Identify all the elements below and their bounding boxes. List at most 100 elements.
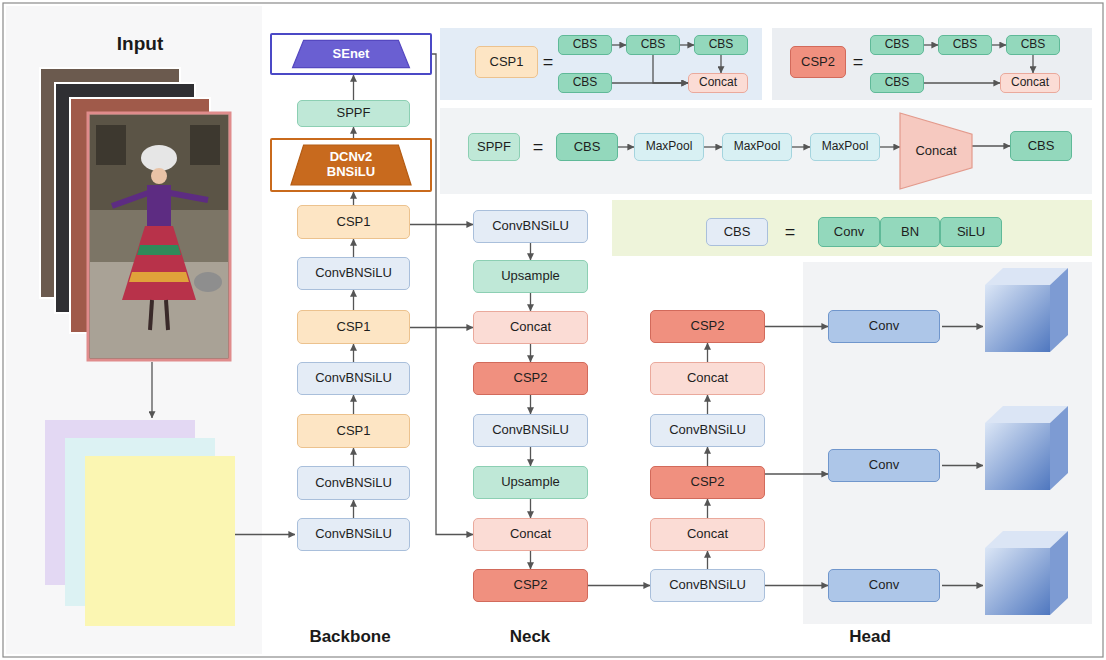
arrow-connector (410, 224, 473, 225)
node-label: CSP1 (337, 424, 371, 439)
text-holder: Concat (699, 76, 737, 90)
csp2-block: CSP2 (473, 569, 588, 602)
output-cube (985, 268, 1068, 352)
arrow-connector (410, 327, 473, 328)
arrow-connector (792, 146, 810, 147)
arrow-connector (530, 447, 531, 466)
text-holder: CSP2 (514, 371, 548, 386)
output-arrow (942, 465, 983, 466)
cube-side (1050, 268, 1068, 352)
text-holder: SPPF (477, 140, 511, 155)
node-label: CSP2 (691, 475, 725, 490)
node-label: CBS (573, 76, 598, 90)
text-holder: CBS (709, 38, 734, 52)
cbs-block: CBS (870, 73, 924, 93)
text-holder: MaxPool (646, 140, 693, 154)
input-arrow (151, 362, 152, 418)
text-holder: SEnet (333, 47, 370, 62)
feature-map (85, 456, 235, 626)
arrow-connector (353, 344, 354, 362)
text-holder: ConvBNSiLU (315, 527, 392, 542)
pooling-block: SPPF (297, 100, 410, 127)
text-holder: CBS (574, 140, 601, 155)
photo-ground (90, 262, 228, 358)
csp2-block: CSP2 (650, 466, 765, 499)
node-label: Conv (869, 458, 899, 473)
photo-skirt-band (137, 245, 181, 255)
conv-block: ConvBNSiLU (297, 466, 410, 500)
text-holder: Conv (834, 225, 864, 240)
cbs-block: CBS (1010, 131, 1072, 161)
concat-block: Concat (650, 362, 765, 395)
node-label: CBS (574, 140, 601, 155)
node-label: Concat (687, 371, 728, 386)
conv-block: ConvBNSiLU (297, 362, 410, 395)
text-holder: MaxPool (822, 140, 869, 154)
csp2-block: CSP2 (790, 46, 846, 78)
photo-headdress (141, 145, 177, 171)
text-holder: BN (901, 225, 919, 240)
node-label: SiLU (957, 225, 985, 240)
cbs-block: SiLU (940, 217, 1002, 247)
cbs-block: CBS (558, 73, 612, 93)
arrow-connector (612, 82, 688, 83)
csp1-block: CSP1 (297, 205, 410, 239)
node-label: Concat (510, 527, 551, 542)
node-label: Conv (869, 578, 899, 593)
conv-block: ConvBNSiLU (473, 414, 588, 447)
text-holder: Concat (687, 527, 728, 542)
node-label: CSP2 (514, 371, 548, 386)
text-holder: Concat (687, 371, 728, 386)
csp1-block: CSP1 (475, 46, 538, 78)
photo-window (96, 125, 126, 165)
arrow-connector (588, 585, 650, 586)
photo-face (151, 168, 167, 184)
node-label: CBS (1021, 38, 1046, 52)
cbs-block: CBS (556, 133, 618, 161)
csp1-panel (440, 28, 762, 100)
node-label: Conv (869, 319, 899, 334)
text-holder: SiLU (957, 225, 985, 240)
node-label: ConvBNSiLU (315, 527, 392, 542)
node-label: CSP2 (801, 55, 835, 70)
cbs-block: CBS (694, 35, 748, 55)
node-label: Concat (699, 76, 737, 90)
arrow-connector (924, 82, 1000, 83)
text-holder: Upsample (501, 475, 560, 490)
node-label: ConvBNSiLU (315, 371, 392, 386)
output-cube (985, 531, 1068, 615)
csp2-block: CSP2 (650, 310, 765, 343)
output-cube (985, 406, 1068, 490)
node-label: CSP2 (691, 319, 725, 334)
arrow-connector (707, 551, 708, 569)
node-label: MaxPool (822, 140, 869, 154)
node-label: ConvBNSiLU (492, 423, 569, 438)
arrow-connector (530, 499, 531, 518)
text-holder: CBS (641, 38, 666, 52)
arrow-connector (880, 146, 900, 147)
head-conv-block: Conv (828, 449, 940, 482)
shape-fill (291, 145, 411, 185)
cube-front (985, 423, 1050, 490)
section-title: Neck (510, 627, 551, 647)
node-label: CBS (885, 38, 910, 52)
arrow-connector (707, 499, 708, 518)
arrow-connector (720, 55, 721, 73)
text-holder: SPPF (337, 106, 371, 121)
input-photo (88, 113, 230, 360)
cube-side (1050, 531, 1068, 615)
text-holder: CBS (953, 38, 978, 52)
text-holder: CSP2 (801, 55, 835, 70)
arrow-connector (765, 473, 828, 474)
arrow-connector (612, 44, 626, 45)
arrow-connector (530, 344, 531, 362)
cube-side (1050, 406, 1068, 490)
node-label: Concat (510, 320, 551, 335)
csp2-panel (772, 28, 1092, 100)
arrow-connector (432, 54, 473, 535)
arrow-connector (353, 75, 354, 100)
section-title: Head (849, 627, 891, 647)
shape-fill (900, 113, 972, 189)
node-label: DCNv2 BNSiLU (319, 150, 383, 180)
text-holder: CBS (885, 76, 910, 90)
